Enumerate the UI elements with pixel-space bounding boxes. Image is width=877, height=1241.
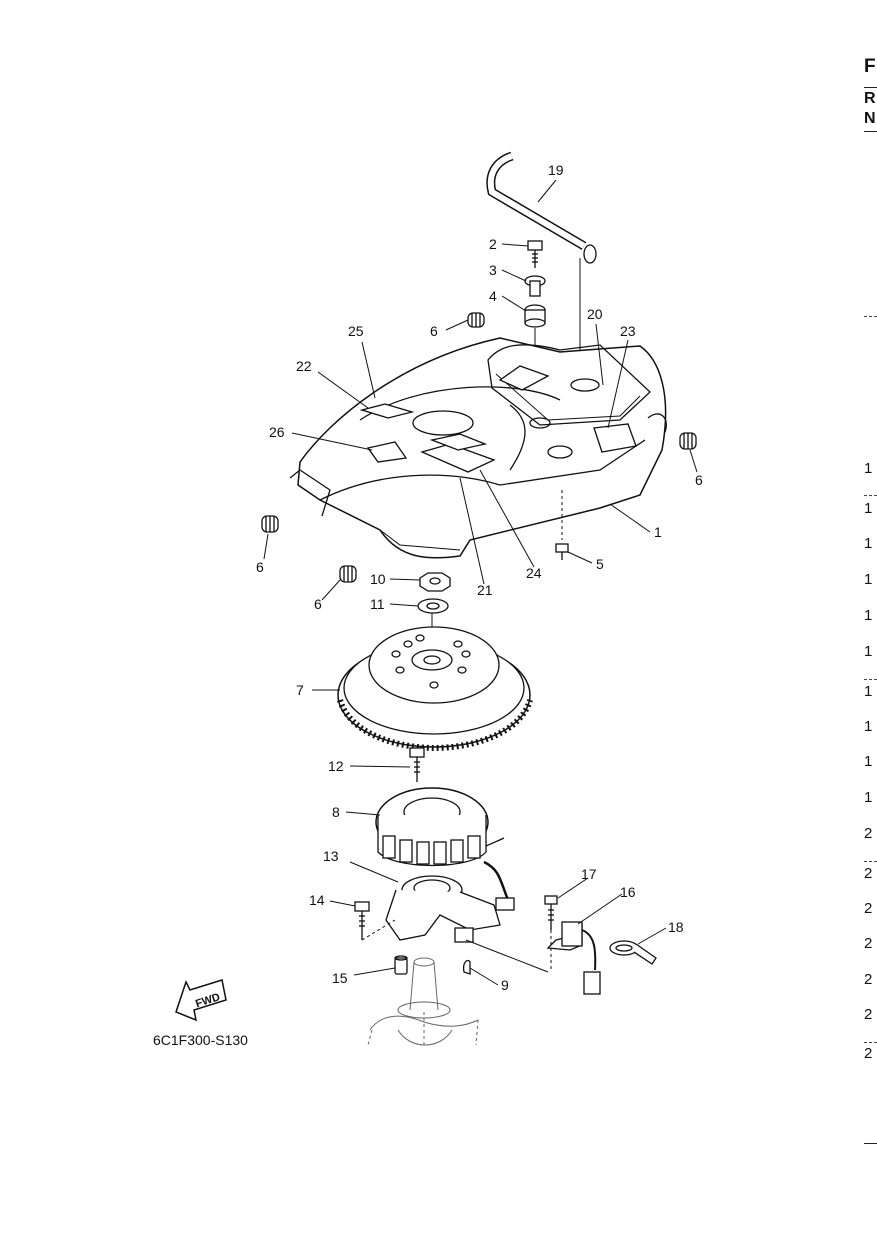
callout-18: 18 (668, 919, 684, 935)
callout-21: 21 (477, 582, 493, 598)
edge-rule (864, 131, 877, 132)
part-bolt-17 (544, 895, 558, 972)
edge-row-8: 1 (864, 718, 873, 735)
callout-19: 19 (548, 162, 564, 178)
fwd-arrow-icon: FWD (175, 979, 227, 1022)
part-bolt-2 (527, 240, 543, 268)
part-grommet-6-right (679, 432, 697, 450)
callout-14: 14 (309, 892, 325, 908)
edge-row-4: 1 (864, 571, 873, 588)
part-key-9 (462, 959, 471, 975)
edge-row-9: 1 (864, 753, 873, 770)
part-hose (486, 151, 597, 408)
callout-24: 24 (526, 565, 542, 581)
part-washer-3 (524, 275, 546, 297)
callout-12: 12 (328, 758, 344, 774)
crankcase-reference (367, 957, 479, 1046)
callout-3: 3 (489, 262, 497, 278)
edge-row-12: 2 (864, 865, 873, 882)
edge-rule (864, 87, 877, 88)
callout-23: 23 (620, 323, 636, 339)
edge-rule (864, 495, 877, 496)
part-bolt-12 (409, 747, 425, 782)
callout-2: 2 (489, 236, 497, 252)
edge-row-10: 1 (864, 789, 873, 806)
edge-row-17: 2 (864, 1045, 873, 1062)
part-flywheel-7 (337, 626, 533, 752)
drawing-code: 6C1F300-S130 (153, 1032, 248, 1048)
part-cable-tie-18 (609, 940, 657, 965)
part-stator-base-13 (385, 875, 549, 973)
callout-20: 20 (587, 306, 603, 322)
edge-row-7: 1 (864, 683, 873, 700)
callout-5: 5 (596, 556, 604, 572)
callout-13: 13 (323, 848, 339, 864)
part-stator-8 (375, 787, 515, 911)
part-dowel-15 (394, 955, 408, 975)
callout-26: 26 (269, 424, 285, 440)
edge-rule (864, 861, 877, 862)
callout-11: 11 (370, 596, 385, 612)
edge-row-11: 2 (864, 825, 873, 842)
edge-rule (864, 316, 877, 317)
callout-6-d: 6 (314, 596, 322, 612)
part-grommet-6-top (467, 312, 485, 328)
edge-rule (864, 679, 877, 680)
part-washer-11 (417, 598, 449, 660)
callout-16: 16 (620, 884, 636, 900)
callout-17: 17 (581, 866, 597, 882)
callout-6-a: 6 (430, 323, 438, 339)
part-top-cowling (289, 337, 667, 559)
edge-rule (864, 1143, 877, 1144)
leader-lines (263, 179, 698, 986)
edge-row-16: 2 (864, 1006, 873, 1023)
callout-6-b: 6 (695, 472, 703, 488)
edge-row-5: 1 (864, 607, 873, 624)
callout-10: 10 (370, 571, 386, 587)
edge-row-15: 2 (864, 971, 873, 988)
edge-row-3: 1 (864, 535, 873, 552)
part-grommet-6-left-upper (261, 515, 279, 533)
edge-header-3: N (864, 110, 876, 127)
callout-1: 1 (654, 524, 662, 540)
edge-row-2: 1 (864, 500, 873, 517)
edge-row-6: 1 (864, 643, 873, 660)
callout-15: 15 (332, 970, 348, 986)
callout-22: 22 (296, 358, 312, 374)
part-nut-10 (419, 572, 451, 592)
part-screw-5 (555, 490, 569, 560)
edge-row-14: 2 (864, 935, 873, 952)
edge-rule (864, 1042, 877, 1043)
callout-6-c: 6 (256, 559, 264, 575)
callout-numbers: 19 2 3 4 6 20 23 25 22 26 6 1 5 6 6 24 2… (153, 162, 703, 1048)
part-bolt-14 (354, 901, 396, 941)
part-grommet-6-left-lower (339, 565, 357, 583)
part-sensor-16 (546, 921, 601, 995)
callout-4: 4 (489, 288, 497, 304)
callout-25: 25 (348, 323, 364, 339)
callout-8: 8 (332, 804, 340, 820)
edge-header-1: F (864, 56, 876, 77)
callout-7: 7 (296, 682, 304, 698)
edge-header-2: R (864, 90, 876, 107)
callout-9: 9 (501, 977, 509, 993)
edge-row-1: 1 (864, 460, 873, 477)
edge-row-13: 2 (864, 900, 873, 917)
